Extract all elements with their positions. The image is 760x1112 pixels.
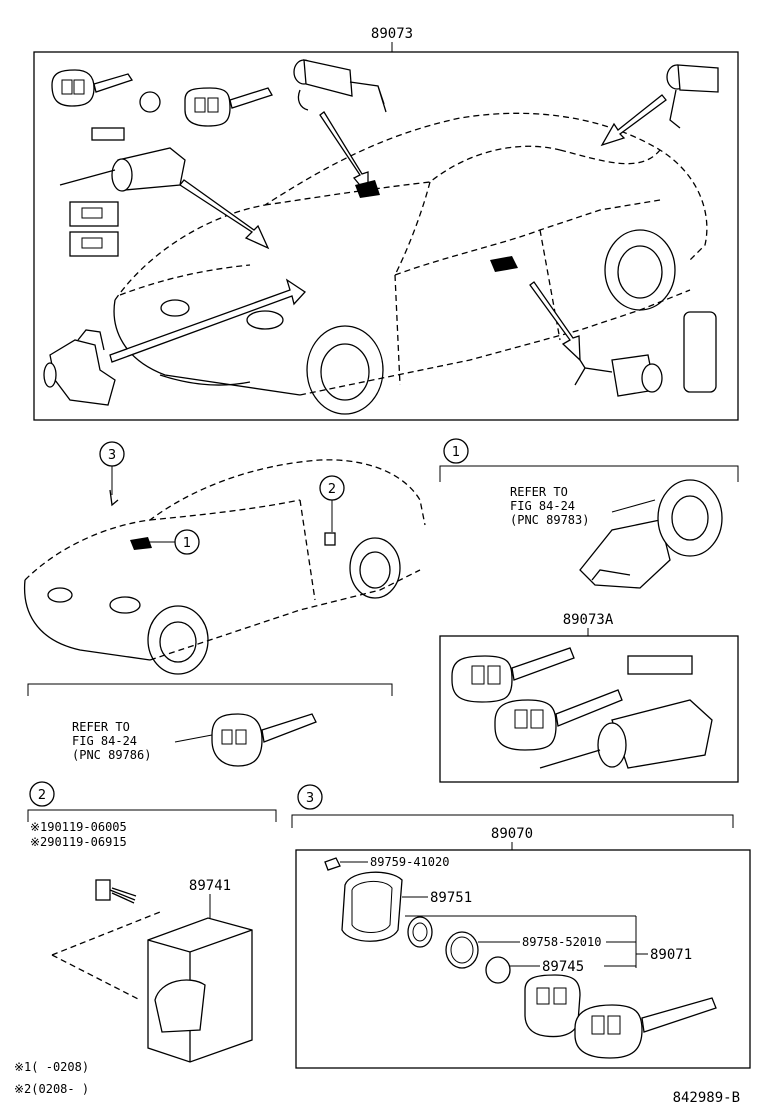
assembly-89070: 89070 [491,826,533,842]
cover-plate-top [683,311,717,393]
trunk-lock-top [666,64,719,129]
main-assembly-number: 89073 [371,26,413,42]
arrows-top [109,94,667,363]
svg-text:FIG 84-24: FIG 84-24 [72,734,137,748]
screw-89759: 89759-41020 [324,855,449,871]
section-3: 3 89070 89759-41020 89751 89758-52010 [291,784,751,1069]
kit-transponder [627,655,693,675]
svg-text:REFER TO: REFER TO [510,485,568,499]
ecu-module [147,917,253,1063]
door-lock-cylinder-right [574,354,663,397]
car-illustration-middle [23,459,426,675]
hood-latch-top [43,329,116,406]
svg-text:3: 3 [306,791,314,806]
key-blank [211,713,317,767]
key-left-top [51,69,134,107]
svg-text:REFER TO: REFER TO [72,720,130,734]
svg-text:2: 2 [328,482,336,497]
svg-text:2: 2 [38,788,46,803]
main-assembly-frame [33,51,739,421]
kit-key-1 [451,647,575,703]
callout-1-top: 1 [140,529,200,555]
car-illustration-top [113,112,708,415]
figure-id: 842989-B [673,1090,740,1106]
callout-2-top: 2 [319,475,345,532]
key-refer-section: REFER TO FIG 84-24 (PNC 89786) [27,683,393,767]
door-handle-mark [355,180,380,198]
kit-key-2 [494,689,623,751]
svg-text:89751: 89751 [430,890,472,906]
transponder-chip-top [91,127,125,141]
svg-text:89758-52010: 89758-52010 [522,935,601,949]
svg-text:89745: 89745 [542,959,584,975]
note-line-1: ※190119-06005 [30,820,127,834]
svg-text:89073A: 89073A [563,612,614,628]
svg-text:(PNC 89783): (PNC 89783) [510,513,589,527]
svg-text:1: 1 [183,536,191,551]
clip [407,916,433,948]
o-ring-top [139,91,161,113]
door-handle-mark-2 [490,256,518,272]
section-2: 2 ※190119-06005 ※290119-06915 89741 ※1( … [14,781,277,1096]
remote-key-top [184,87,273,127]
remote-transmitter [524,974,581,1038]
svg-text:3: 3 [108,448,116,463]
svg-text:89071: 89071 [650,947,692,963]
case-89751: 89751 [341,871,472,942]
note-line-2: ※290119-06915 [30,835,127,849]
section-1: 1 REFER TO FIG 84-24 (PNC 89783) [439,438,739,589]
bolt [95,879,137,904]
footnote-2: ※2(0208- ) [14,1082,89,1096]
label-plates-top [69,201,119,257]
svg-text:1: 1 [452,445,460,460]
ignition-cylinder-top [59,147,186,192]
footnote-1: ※1( -0208) [14,1060,89,1074]
callout-3-top: 3 [99,441,125,495]
group-89071: 89071 [405,915,692,968]
o-ring-89758: 89758-52010 [445,931,601,969]
kit-ignition-cylinder [539,699,713,769]
ignition-switch-housing [579,479,723,589]
remote-key [574,997,717,1059]
part-89741: 89741 [189,878,231,894]
svg-text:89759-41020: 89759-41020 [370,855,449,869]
main-assembly-panel: 89073 [33,26,739,421]
door-lock-cylinder-top [293,59,387,113]
svg-text:(PNC 89786): (PNC 89786) [72,748,151,762]
svg-text:FIG 84-24: FIG 84-24 [510,499,575,513]
battery-89745: 89745 [485,956,584,984]
kit-89073A: 89073A [439,612,739,783]
